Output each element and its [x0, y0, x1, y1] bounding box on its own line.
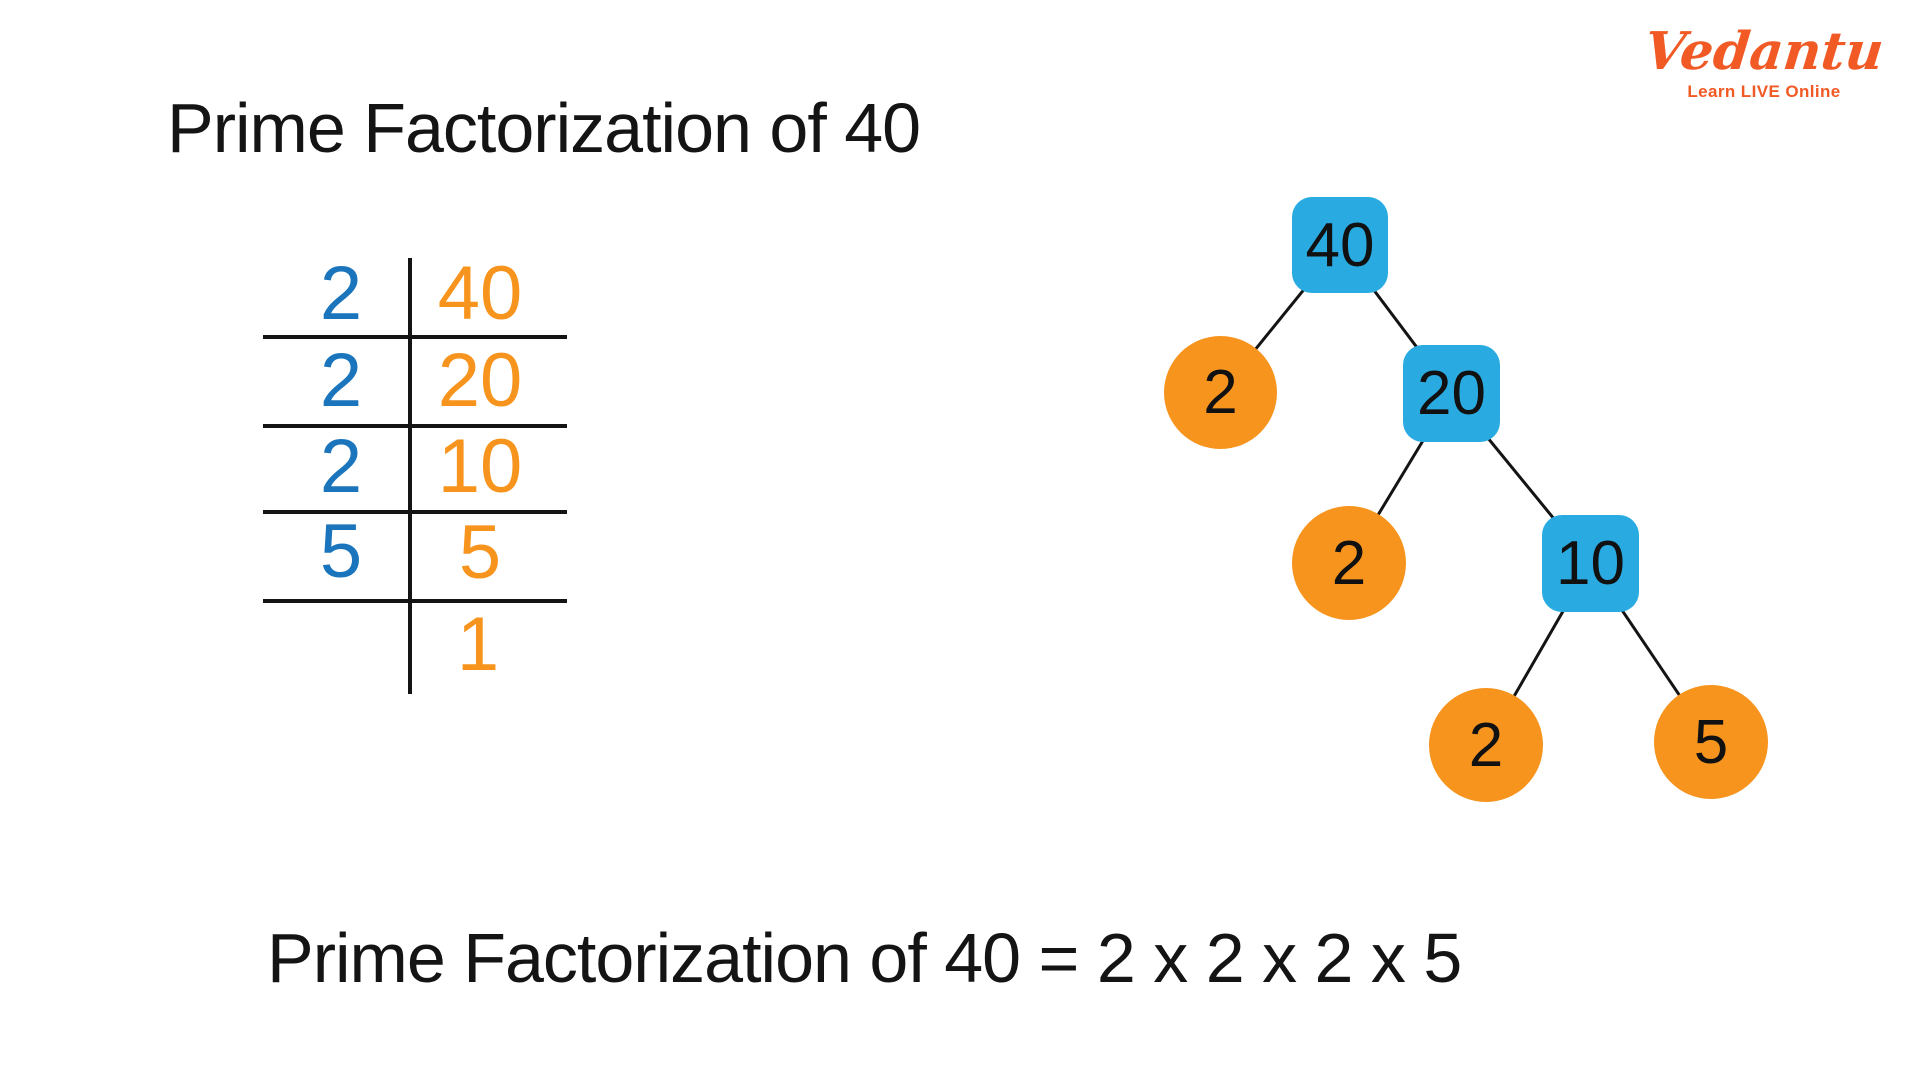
tree-node-2: 2	[1429, 688, 1543, 802]
tree-node-5: 5	[1654, 685, 1768, 799]
tree-node-10: 10	[1542, 515, 1639, 612]
ladder-quotient: 5	[458, 510, 502, 595]
tree-node-20: 20	[1403, 345, 1500, 442]
vedantu-logo: Vedantu Learn LIVE Online	[1640, 21, 1888, 102]
tree-node-label: 40	[1305, 210, 1375, 280]
ladder-quotient: 40	[437, 251, 523, 336]
ladder-quotient: 10	[437, 424, 523, 509]
tree-node-label: 10	[1556, 529, 1625, 598]
tree-node-label: 2	[1331, 528, 1367, 598]
tree-node-label: 2	[1203, 358, 1238, 427]
ladder-vertical-line	[408, 258, 412, 694]
ladder-divisor: 2	[319, 251, 363, 336]
tree-node-label: 2	[1468, 710, 1504, 780]
equation: Prime Factorization of 40 = 2 x 2 x 2 x …	[267, 919, 1462, 997]
ladder-quotient: 1	[456, 602, 500, 687]
tree-node-2: 2	[1164, 336, 1277, 449]
tree-node-label: 20	[1417, 359, 1486, 428]
ladder-divisor: 5	[319, 509, 363, 594]
page-title: Prime Factorization of 40	[167, 89, 921, 167]
tree-node-40: 40	[1292, 197, 1388, 293]
ladder-divisor: 2	[319, 424, 363, 509]
tree-node-label: 5	[1693, 707, 1729, 777]
ladder-rule-1	[263, 335, 567, 339]
ladder-rule-3	[263, 510, 567, 514]
ladder-quotient: 20	[437, 338, 523, 423]
ladder-rule-4	[263, 599, 567, 603]
tree-node-2: 2	[1292, 506, 1406, 620]
ladder-divisor: 2	[319, 338, 363, 423]
vedantu-tagline: Learn LIVE Online	[1687, 82, 1841, 101]
ladder-rule-2	[263, 424, 567, 428]
